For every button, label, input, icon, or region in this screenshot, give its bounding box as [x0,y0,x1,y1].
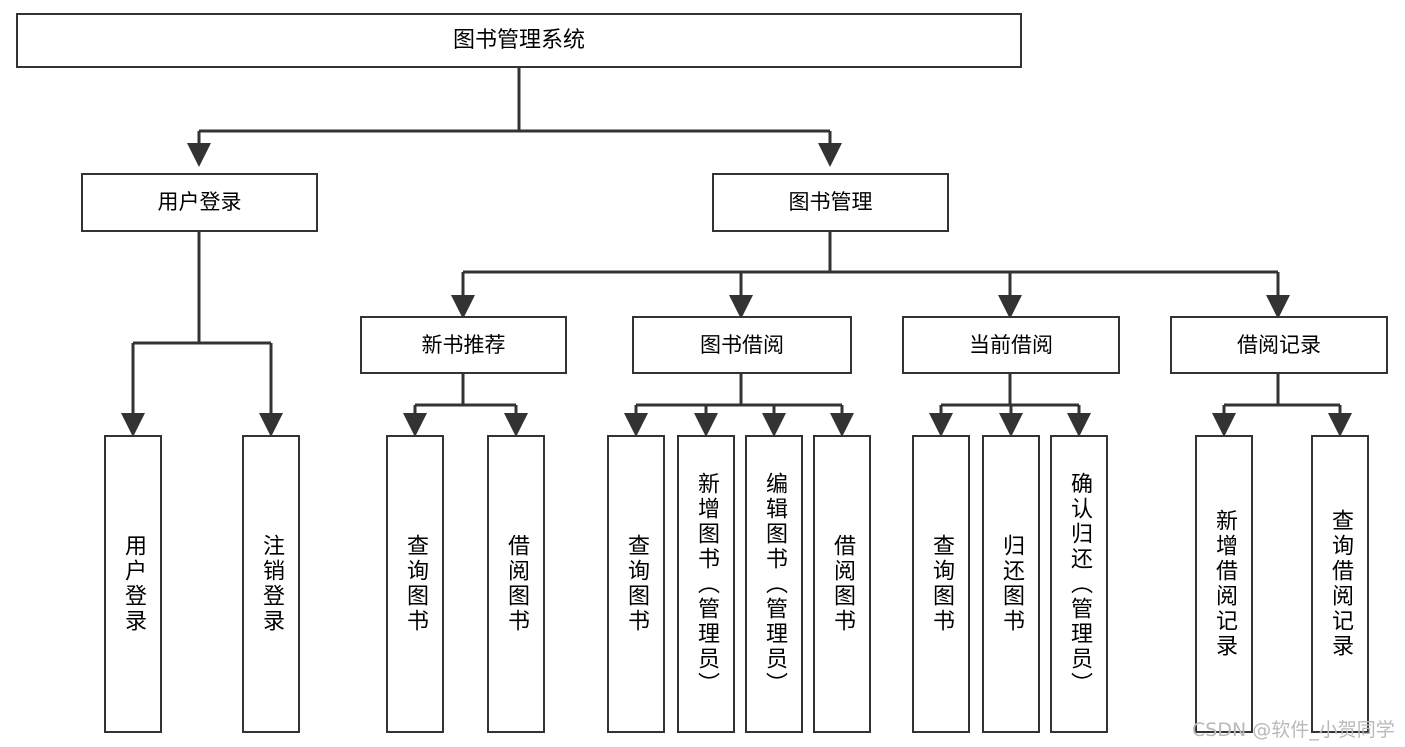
leaf-borrow-book-1-label: 借阅图书 [504,534,529,634]
leaf-confirm-return-label: 确认归还（管理员） [1067,471,1092,697]
leaf-query-book-3[interactable]: 查询图书 [912,435,970,733]
node-new-book-recommend[interactable]: 新书推荐 [360,316,567,374]
leaf-query-book-2-label: 查询图书 [624,534,649,634]
leaf-borrow-book-2[interactable]: 借阅图书 [813,435,871,733]
node-user-login[interactable]: 用户登录 [81,173,318,232]
leaf-query-book-1-label: 查询图书 [403,534,428,634]
leaf-query-book-3-label: 查询图书 [929,534,954,634]
leaf-add-book[interactable]: 新增图书（管理员） [677,435,735,733]
leaf-return-book[interactable]: 归还图书 [982,435,1040,733]
node-borrow-record[interactable]: 借阅记录 [1170,316,1388,374]
leaf-user-login[interactable]: 用户登录 [104,435,162,733]
node-book-manage-label: 图书管理 [788,190,873,215]
leaf-query-book-2[interactable]: 查询图书 [607,435,665,733]
node-current-borrow-label: 当前借阅 [969,332,1053,357]
leaf-query-record-label: 查询借阅记录 [1328,509,1353,659]
node-root-label: 图书管理系统 [452,27,585,53]
leaf-query-book-1[interactable]: 查询图书 [386,435,444,733]
leaf-logout-label: 注销登录 [259,534,284,634]
leaf-confirm-return[interactable]: 确认归还（管理员） [1050,435,1108,733]
leaf-user-login-label: 用户登录 [121,534,146,634]
leaf-return-book-label: 归还图书 [999,534,1024,634]
node-user-login-label: 用户登录 [157,190,242,215]
node-borrow-record-label: 借阅记录 [1237,332,1321,357]
node-book-borrow-label: 图书借阅 [700,332,784,357]
leaf-edit-book[interactable]: 编辑图书（管理员） [745,435,803,733]
leaf-borrow-book-2-label: 借阅图书 [830,534,855,634]
node-current-borrow[interactable]: 当前借阅 [902,316,1120,374]
node-new-book-recommend-label: 新书推荐 [421,332,506,357]
watermark-text: CSDN @软件_小贺同学 [1192,719,1395,741]
leaf-logout[interactable]: 注销登录 [242,435,300,733]
node-book-borrow[interactable]: 图书借阅 [632,316,852,374]
leaf-edit-book-label: 编辑图书（管理员） [762,471,787,697]
leaf-borrow-book-1[interactable]: 借阅图书 [487,435,545,733]
leaf-add-record-label: 新增借阅记录 [1212,509,1237,659]
leaf-query-record[interactable]: 查询借阅记录 [1311,435,1369,733]
leaf-add-record[interactable]: 新增借阅记录 [1195,435,1253,733]
node-root[interactable]: 图书管理系统 [16,13,1022,68]
leaf-add-book-label: 新增图书（管理员） [694,471,719,697]
node-book-manage[interactable]: 图书管理 [712,173,949,232]
